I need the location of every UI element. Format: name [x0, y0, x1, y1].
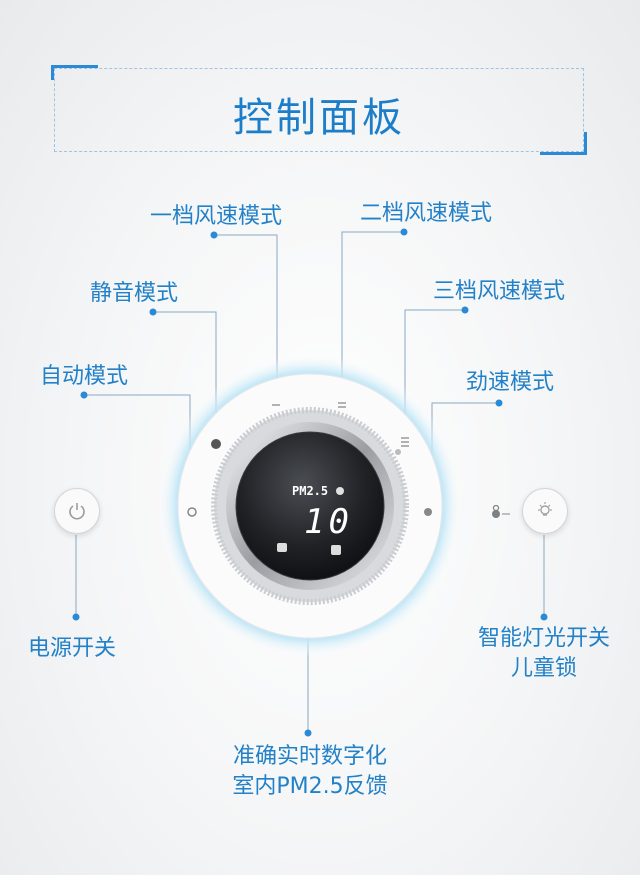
pm-feedback-line1: 准确实时数字化 — [232, 744, 387, 769]
auto-mode-indicator — [187, 507, 197, 517]
turbo-mode-label: 劲速模式 — [466, 370, 555, 395]
quiet-mode-indicator — [211, 439, 221, 449]
callout-dot — [540, 613, 548, 621]
frame-corner-bottom-right — [540, 132, 587, 155]
light-switch-text: 智能灯光开关 — [477, 626, 610, 651]
pm-feedback-label: 准确实时数字化 室内PM2.5反馈 — [220, 742, 400, 802]
pm-label: PM2.5 — [292, 484, 329, 498]
lock-icon — [492, 505, 510, 518]
page-title: 控制面板 — [233, 95, 405, 141]
callout-dot — [461, 306, 469, 314]
power-button[interactable] — [54, 488, 100, 534]
power-switch-label: 电源开关 — [28, 636, 117, 661]
speed2-mode-label: 二档风速模式 — [360, 201, 493, 226]
speed3-mode-label: 三档风速模式 — [433, 279, 566, 304]
light-lock-label: 智能灯光开关 儿童锁 — [466, 624, 622, 684]
callout-dot — [400, 228, 408, 236]
knob-display-face — [235, 431, 385, 581]
callout-dot — [495, 399, 503, 407]
pm-feedback-line2: 室内PM2.5反馈 — [232, 774, 388, 799]
callout-dot — [304, 729, 312, 737]
callout-dot — [72, 613, 80, 621]
child-lock-text: 儿童锁 — [510, 656, 577, 681]
speed1-mode-label: 一档风速模式 — [150, 204, 283, 229]
pm-sensor-icon — [277, 543, 287, 552]
callout-dot — [149, 308, 157, 316]
power-icon — [69, 503, 85, 520]
title-frame: 控制面板 — [51, 65, 587, 155]
pm-value: 10 — [304, 502, 353, 542]
callout-dot — [80, 391, 88, 399]
frame-corner-top-left — [51, 65, 98, 80]
callout-dot — [210, 231, 218, 239]
quiet-mode-label: 静音模式 — [90, 281, 179, 306]
light-button[interactable] — [522, 488, 568, 534]
auto-mode-label: 自动模式 — [40, 364, 129, 389]
bulb-icon — [538, 502, 552, 516]
turbo-mode-indicator — [424, 508, 432, 516]
